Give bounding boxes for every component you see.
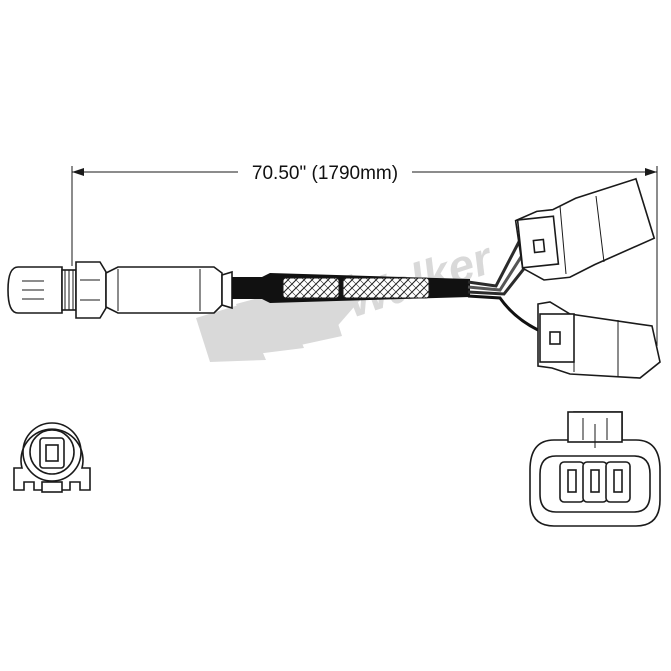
lower-connector [537, 301, 661, 379]
sensor-cable [232, 273, 470, 303]
dimension-label: 70.50" (1790mm) [252, 163, 398, 184]
upper-connector [514, 177, 656, 281]
connector-face-view [529, 411, 661, 527]
oxygen-sensor [7, 261, 233, 319]
sensor-end-view [13, 422, 91, 493]
length-dimension: 70.50" (1790mm) [71, 163, 658, 346]
